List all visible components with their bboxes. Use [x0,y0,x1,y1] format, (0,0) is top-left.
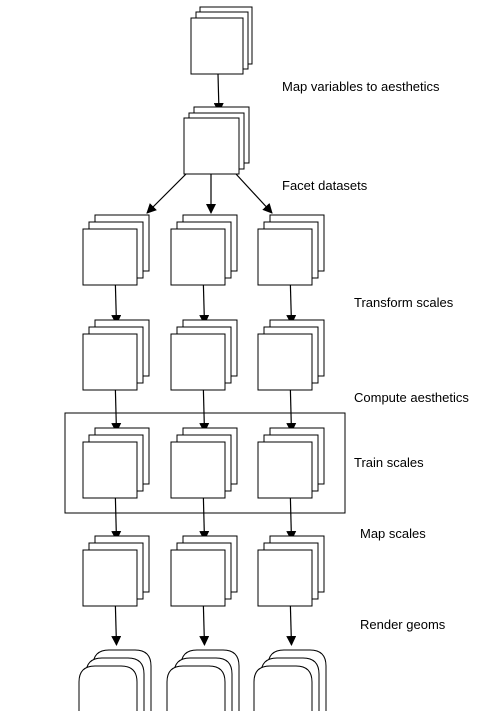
dataset-stack-transform-1 [82,214,150,286]
dataset-stack-transform-3 [257,214,325,286]
arrow-map-3 [286,605,297,646]
arrow-train-3 [286,497,297,541]
arrow-transform-1 [111,284,122,325]
geom-stack-1 [78,649,152,711]
arrow-facet-right [235,173,273,214]
arrow-transform-3 [286,284,297,325]
step-label-train-scales: Train scales [354,455,424,470]
arrow-train-2 [199,497,210,541]
dataset-stack-compute-3 [257,319,325,391]
dataset-stack-compute-2 [170,319,238,391]
geom-stack-2 [166,649,240,711]
step-label-transform-scales: Transform scales [354,295,454,310]
dataset-stack-train-3 [257,427,325,499]
arrow-transform-2 [199,284,210,325]
step-label-compute-aesthetics: Compute aesthetics [354,390,469,405]
dataset-stack-facet [183,106,250,175]
arrow-map-2 [199,605,210,646]
dataset-stack-train-2 [170,427,238,499]
step-label-map-variables: Map variables to aesthetics [282,79,440,94]
arrow-compute-2 [199,389,210,433]
step-label-render-geoms: Render geoms [360,617,446,632]
arrow-compute-1 [111,389,122,433]
train-scales-frame [64,412,346,514]
step-label-map-scales: Map scales [360,526,426,541]
geom-stack-3 [253,649,327,711]
arrow-map-to-facet [213,73,224,113]
dataset-stack-map-2 [170,535,238,607]
dataset-stack-train-1 [82,427,150,499]
dataset-stack-top [190,6,253,75]
arrow-facet-left [146,173,187,214]
dataset-stack-map-1 [82,535,150,607]
dataset-stack-map-3 [257,535,325,607]
dataset-stack-transform-2 [170,214,238,286]
arrow-map-1 [111,605,122,646]
arrow-train-1 [111,497,122,541]
arrow-compute-3 [286,389,297,433]
step-label-facet-datasets: Facet datasets [282,178,368,193]
dataset-stack-compute-1 [82,319,150,391]
